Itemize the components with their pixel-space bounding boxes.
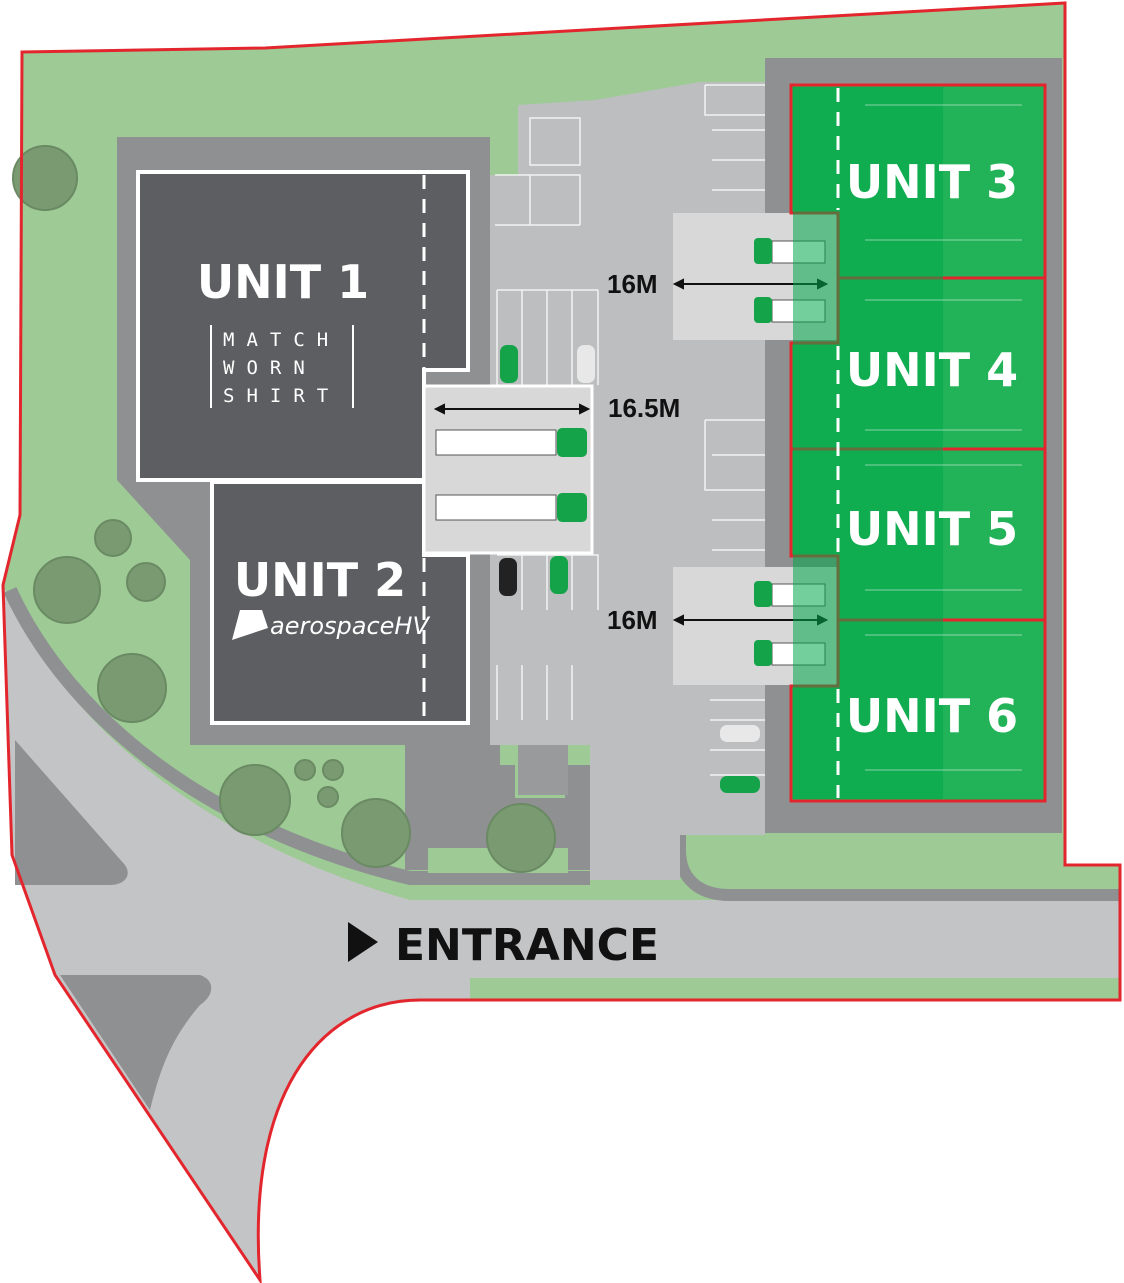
dimension-arrow	[433, 403, 591, 415]
logo-line: SHIRT	[223, 385, 340, 407]
loading-bay-central	[422, 384, 594, 555]
parking-bays	[495, 84, 765, 776]
tenant-name: aerospaceHV	[270, 612, 430, 640]
road-kerb	[674, 828, 1120, 901]
unit-5-label: UNIT 5	[846, 502, 1018, 556]
road-kerb	[3, 587, 590, 885]
aerospacehv-logo: aerospaceHV	[232, 610, 430, 640]
car	[550, 556, 568, 594]
grass-strip	[470, 978, 1120, 1000]
unit-2-label: UNIT 2	[234, 553, 406, 607]
logo-line: WORN	[223, 357, 317, 379]
car	[499, 558, 517, 596]
central-bay-dimension: 16.5M	[608, 393, 680, 423]
entrance-label: ENTRANCE	[395, 920, 659, 971]
trees	[12, 145, 556, 873]
car	[500, 345, 518, 383]
unit-1-label: UNIT 1	[197, 255, 369, 309]
north-bay-dimension: 16M	[607, 269, 658, 299]
unit-1-building	[136, 170, 470, 482]
unit-4-label: UNIT 4	[846, 343, 1018, 397]
road-verge	[15, 740, 128, 885]
east-units: UNIT 3 UNIT 4 UNIT 5 UNIT 6	[789, 83, 1047, 803]
match-worn-shirt-logo: MATCH WORN SHIRT	[210, 325, 354, 408]
south-bay-dimension: 16M	[607, 605, 658, 635]
truck	[435, 428, 587, 457]
gatehouse	[518, 745, 568, 795]
unit-6-label: UNIT 6	[846, 689, 1018, 743]
truck	[435, 493, 587, 522]
car	[720, 725, 760, 742]
car	[577, 345, 595, 383]
entrance-arrow-icon	[348, 922, 378, 962]
grass-verge	[695, 838, 1120, 880]
access-road	[3, 585, 1120, 1280]
unit-3-label: UNIT 3	[846, 155, 1018, 209]
car	[720, 776, 760, 793]
road-verge	[60, 975, 212, 1110]
logo-line: MATCH	[223, 329, 340, 351]
